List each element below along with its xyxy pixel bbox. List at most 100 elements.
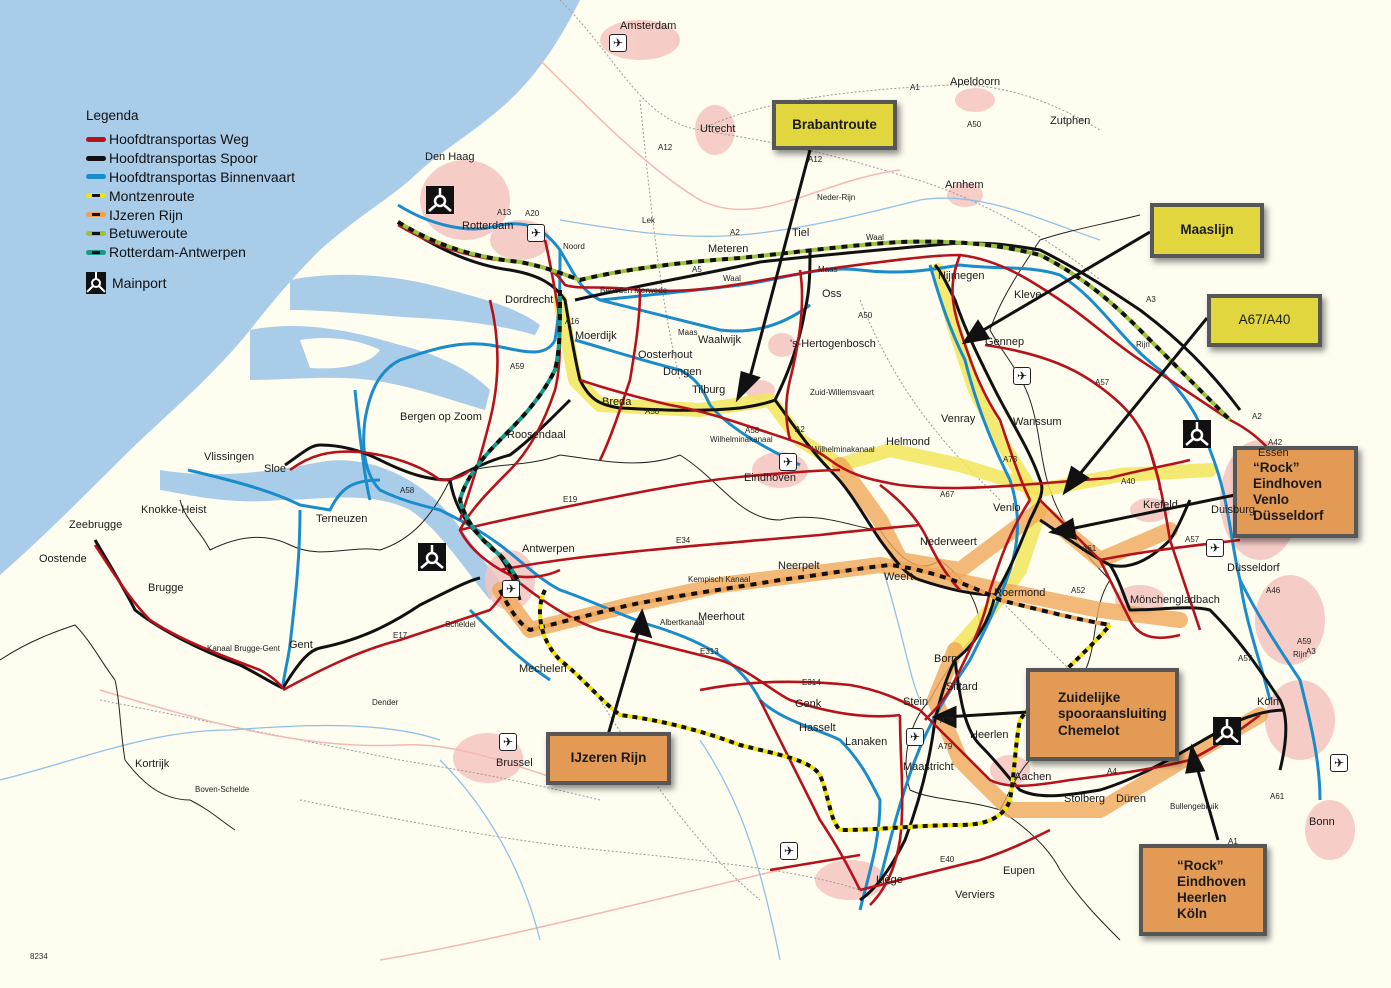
city-label: Kortrijk	[135, 758, 170, 770]
city-label: Genk	[795, 698, 822, 710]
route-label: A58	[745, 426, 760, 435]
city-label: Meteren	[708, 243, 749, 255]
route-label: Neder-Rijn	[817, 193, 856, 202]
callout-rock-eindhoven-heerlen-koln: “Rock” Eindhoven Heerlen Köln	[1139, 844, 1267, 936]
callout-brabantroute: Brabantroute	[772, 100, 897, 150]
city-label: Brugge	[148, 582, 184, 594]
route-label: Rijn	[1293, 650, 1307, 659]
city-label: Eindhoven	[744, 472, 796, 484]
route-label: A3	[1146, 295, 1156, 304]
city-label: Apeldoorn	[950, 76, 1001, 88]
route-label: A16	[565, 317, 580, 326]
ijzeren-rijn-swatch	[86, 212, 106, 218]
callout-ijzeren-rijn: IJzeren Rijn	[546, 732, 671, 785]
route-label: A50	[858, 311, 873, 320]
route-label: A59	[510, 362, 525, 371]
route-label: A79	[938, 742, 953, 751]
city-label: Maastricht	[903, 761, 954, 773]
mainport-icon	[1213, 717, 1241, 745]
city-label: Eupen	[1003, 865, 1035, 877]
city-label: Köln	[1257, 696, 1280, 708]
route-label: Waal	[723, 274, 741, 283]
mainport-icon	[426, 186, 454, 214]
city-label: Dongen	[663, 366, 702, 378]
airport-icon: ✈	[1206, 539, 1224, 557]
route-label: Waal	[866, 233, 884, 242]
route-label: A2	[1252, 412, 1262, 421]
route-label: Maas	[818, 265, 838, 274]
betuweroute-swatch	[86, 230, 106, 236]
city-label: Aachen	[1014, 771, 1052, 783]
dashed-routes	[396, 220, 1232, 832]
city-label: Gennep	[985, 336, 1025, 348]
binnenvaart-swatch	[86, 174, 106, 180]
city-label: Vlissingen	[204, 451, 255, 463]
city-label: Roermond	[994, 587, 1046, 599]
minor-rivers	[0, 197, 1101, 961]
zeeland-island-1	[300, 338, 380, 369]
city-label: Amsterdam	[620, 20, 677, 32]
legend-item-montzenroute: Montzenroute	[86, 186, 295, 205]
city-label: Stein	[903, 696, 929, 708]
route-label: A46	[1266, 586, 1281, 595]
legend-item-betuweroute: Betuweroute	[86, 224, 295, 243]
legend-item-ijzeren-rijn: IJzeren Rijn	[86, 205, 295, 224]
route-label: A52	[1071, 586, 1086, 595]
city-label: Arnhem	[945, 179, 984, 191]
airport-icon: ✈	[1330, 754, 1348, 772]
city-label: Utrecht	[700, 123, 736, 135]
callout-arrows	[606, 149, 1236, 841]
city-label: Zutphen	[1050, 115, 1091, 127]
city-label: Venlo	[993, 502, 1021, 514]
city-label: Gent	[289, 639, 313, 651]
city-label: Krefeld	[1143, 499, 1178, 511]
route-label: A20	[525, 209, 540, 218]
airport-icon: ✈	[780, 842, 798, 860]
city-label: Dordrecht	[505, 294, 554, 306]
city-label: Liège	[876, 874, 903, 886]
secondary-roads	[99, 59, 901, 961]
route-label: Noord	[563, 242, 585, 251]
city-label: Düsseldorf	[1227, 562, 1280, 574]
mainport-icon	[1183, 420, 1211, 448]
city-label: Verviers	[955, 889, 995, 901]
legend-item-mainport: Mainport	[86, 271, 295, 294]
airport-icon: ✈	[502, 580, 520, 598]
westerschelde	[160, 460, 500, 600]
airport-icon: ✈	[499, 733, 517, 751]
route-label: A13	[497, 208, 512, 217]
city-label: Terneuzen	[316, 513, 368, 525]
binnenvaart-network	[187, 203, 1322, 911]
route-label: A5	[692, 265, 702, 274]
route-label: A76	[940, 716, 955, 725]
route-label: A50	[967, 120, 982, 129]
airport-icon: ✈	[527, 224, 545, 242]
city-label: Zeebrugge	[69, 519, 123, 531]
route-label: A58	[645, 407, 660, 416]
city-label: Mönchengladbach	[1130, 594, 1220, 606]
city-label: Hasselt	[799, 722, 836, 734]
route-label: A57	[1238, 654, 1253, 663]
route-label: Bullengebruik	[1170, 802, 1219, 811]
legend-item-weg: Hoofdtransportas Weg	[86, 130, 295, 149]
city-label: Heerlen	[970, 729, 1009, 741]
route-label: E314	[802, 678, 821, 687]
city-label: Tilburg	[692, 384, 726, 396]
city-label: Knokke-Heist	[141, 504, 207, 516]
route-label: Boven-Schelde	[195, 785, 250, 794]
route-label: A61	[1082, 544, 1097, 553]
city-label: Brussel	[496, 757, 533, 769]
route-label: E40	[940, 855, 955, 864]
mainport-icon	[418, 543, 446, 571]
airport-icon: ✈	[906, 728, 924, 746]
city-label: Den Haag	[425, 151, 475, 163]
city-label: Essen	[1258, 447, 1289, 459]
city-label: Wanssum	[1013, 416, 1062, 428]
route-label: A73	[1003, 455, 1018, 464]
route-label: E17	[393, 631, 408, 640]
city-label: Neerpelt	[778, 560, 820, 572]
legend-item-spoor: Hoofdtransportas Spoor	[86, 149, 295, 168]
callout-rock-eindhoven-venlo-dusseldorf: “Rock” Eindhoven Venlo Düsseldorf	[1233, 446, 1358, 538]
